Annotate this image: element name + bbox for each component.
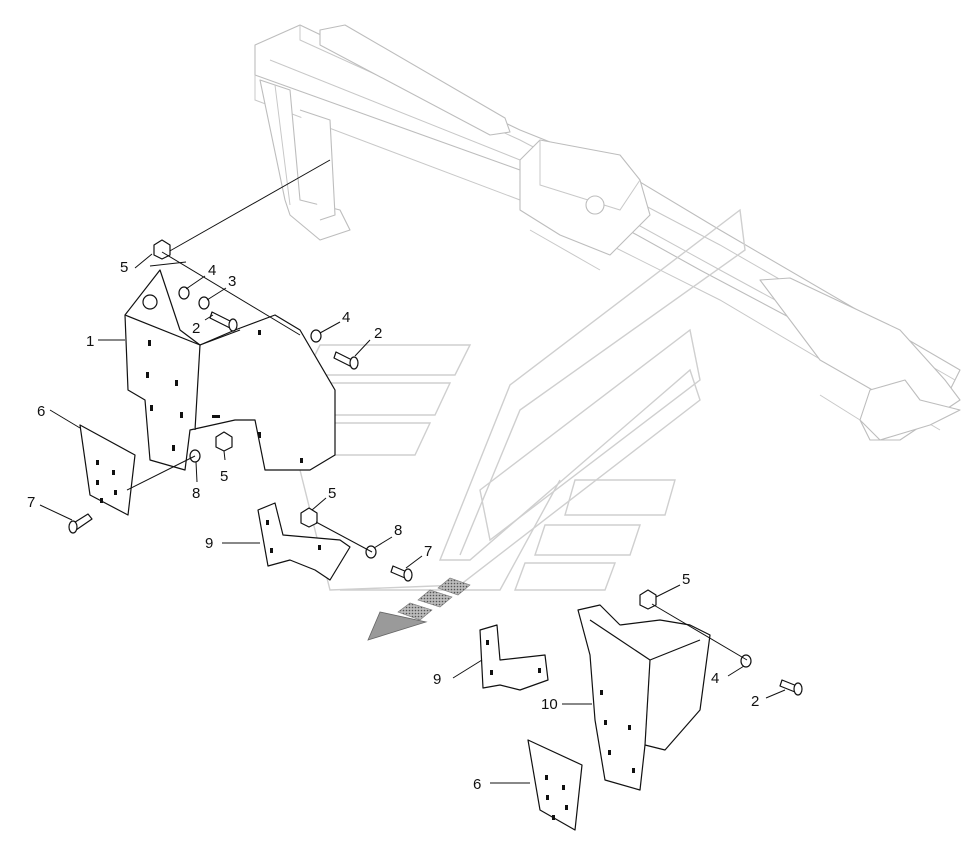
callout-5: 5 [328,485,336,502]
callout-7: 7 [424,543,432,560]
callout-5: 5 [120,259,128,276]
callout-8: 8 [192,485,200,502]
callout-5: 5 [682,571,690,588]
watermark-logo [263,208,746,641]
callout-2: 2 [751,693,759,710]
washer-icon [310,329,322,343]
callout-3: 3 [228,273,236,290]
frame-assembly [254,24,961,441]
callout-9: 9 [205,535,213,552]
nut-icon [215,431,233,452]
callout-6: 6 [37,403,45,420]
fasteners [68,239,803,696]
callout-5: 5 [220,468,228,485]
washer-icon [178,286,190,300]
callout-10: 10 [541,696,558,713]
callout-2: 2 [192,320,200,337]
callout-9: 9 [433,671,441,688]
callout-1: 1 [86,333,94,350]
bracket-part-1 [124,269,336,471]
leader-lines [39,251,786,784]
washer-icon [198,296,210,310]
bolt-icon [779,679,803,696]
callout-4: 4 [342,309,350,326]
plate-part-6-lower [527,739,583,831]
bolt-icon [333,351,359,370]
callout-8: 8 [394,522,402,539]
callout-6: 6 [473,776,481,793]
callout-4: 4 [208,262,216,279]
nut-icon [639,589,657,610]
callout-2: 2 [374,325,382,342]
callouts: 1 2 2 2 3 4 4 4 5 5 5 5 6 6 7 7 8 8 9 9 … [27,259,759,793]
nut-icon [153,239,171,260]
bracket-part-9-lower [479,624,549,691]
direction-arrow-icon [367,611,428,641]
callout-4: 4 [711,670,719,687]
callout-7: 7 [27,494,35,511]
bolt-icon [390,565,413,582]
bracket-part-9-upper [257,502,351,581]
plate-part-6-left [79,424,136,516]
bolt-icon [209,311,238,332]
bolt-icon [68,513,93,534]
bracket-part-10 [577,604,711,791]
nut-icon [300,507,318,528]
